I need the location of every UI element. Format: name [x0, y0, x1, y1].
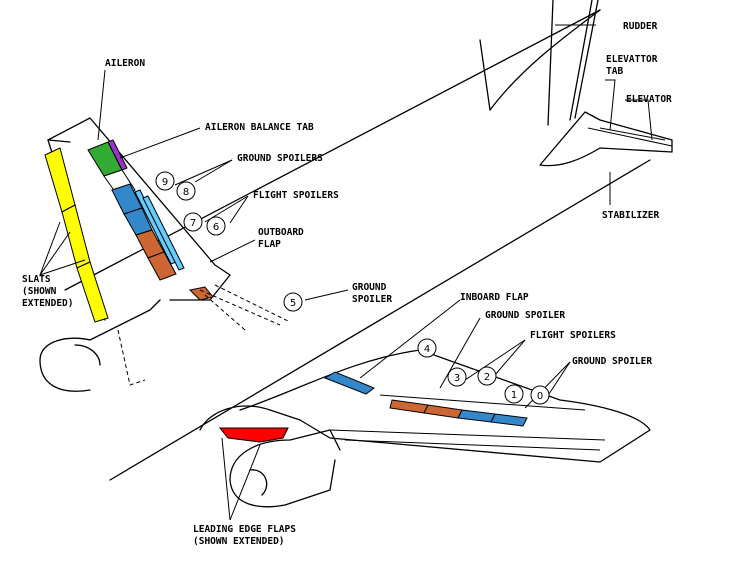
svg-text:0: 0 [537, 391, 543, 402]
label-aileron: AILERON [105, 58, 145, 69]
svg-text:3: 3 [454, 373, 460, 384]
slat-3 [76, 261, 109, 323]
label-ground-spoiler-center-2: SPOILER [352, 294, 392, 305]
label-stabilizer: STABILIZER [602, 210, 659, 221]
labels: RUDDER ELEVATTOR TAB ELEVATOR STABILIZER… [22, 21, 672, 547]
svg-text:7: 7 [190, 218, 196, 229]
svg-text:1: 1 [511, 390, 517, 401]
horizontal-stabilizer [539, 111, 673, 167]
circle-3: 3 [447, 367, 467, 387]
circle-4: 4 [417, 338, 437, 358]
svg-text:2: 2 [484, 372, 490, 383]
right-engine [199, 405, 341, 508]
slat-2 [61, 204, 91, 269]
label-rudder: RUDDER [623, 21, 658, 32]
svg-text:6: 6 [213, 222, 219, 233]
circle-6: 6 [206, 216, 226, 236]
svg-text:5: 5 [290, 298, 296, 309]
slat-1 [44, 147, 76, 213]
label-flight-spoilers-left: FLIGHT SPOILERS [253, 190, 339, 201]
label-elevator-tab-1: ELEVATTOR [606, 54, 658, 65]
label-elevator: ELEVATOR [626, 94, 672, 105]
label-outboard-flap-1: OUTBOARD [258, 227, 304, 238]
label-aileron-balance-tab: AILERON BALANCE TAB [205, 122, 314, 133]
spoiler-number-circles: 0 1 2 3 4 5 6 7 8 9 [155, 171, 550, 405]
svg-text:8: 8 [183, 187, 189, 198]
label-slats-3: EXTENDED) [22, 298, 73, 309]
left-wing-spoilers [103, 169, 214, 301]
ground-spoiler-2 [423, 404, 463, 419]
flight-spoiler-0 [490, 413, 528, 427]
circle-9: 9 [155, 171, 175, 191]
circle-1: 1 [504, 384, 524, 404]
cyan-spoiler-strip-2 [142, 195, 185, 271]
ground-spoiler-left-2 [147, 251, 177, 281]
svg-text:9: 9 [162, 177, 168, 188]
label-inboard-flap: INBOARD FLAP [460, 292, 529, 303]
callout-lines [39, 24, 653, 521]
label-flight-spoilers-right: FLIGHT SPOILERS [530, 330, 616, 341]
label-elevator-tab-2: TAB [606, 66, 623, 77]
label-slats-1: SLATS [22, 274, 51, 285]
circle-0: 0 [530, 385, 550, 405]
flight-spoiler-1 [457, 409, 496, 423]
circle-2: 2 [477, 366, 497, 386]
label-leading-edge-flaps-2: (SHOWN EXTENDED) [193, 536, 285, 547]
leading-edge-flap [218, 427, 289, 443]
label-slats-2: (SHOWN [22, 286, 57, 297]
svg-text:4: 4 [424, 344, 430, 355]
label-ground-spoiler-right: GROUND SPOILER [572, 356, 652, 367]
label-outboard-flap-2: FLAP [258, 239, 281, 250]
left-engine [39, 284, 291, 392]
slats [44, 147, 109, 323]
circle-7: 7 [183, 212, 203, 232]
label-ground-spoilers-left: GROUND SPOILERS [237, 153, 323, 164]
ground-spoiler-4 [323, 371, 376, 395]
label-ground-spoiler-right-top: GROUND SPOILER [485, 310, 565, 321]
circle-5: 5 [283, 292, 303, 312]
ground-spoiler-3 [389, 399, 429, 414]
right-wing-spoilers [323, 371, 528, 427]
label-ground-spoiler-center-1: GROUND [352, 282, 387, 293]
aileron-balance-tab [107, 139, 128, 171]
vertical-tail [479, 0, 599, 126]
ground-spoiler-5 [188, 286, 214, 301]
right-wing [239, 349, 651, 463]
label-leading-edge-flaps-1: LEADING EDGE FLAPS [193, 524, 296, 535]
circle-8: 8 [176, 181, 196, 201]
